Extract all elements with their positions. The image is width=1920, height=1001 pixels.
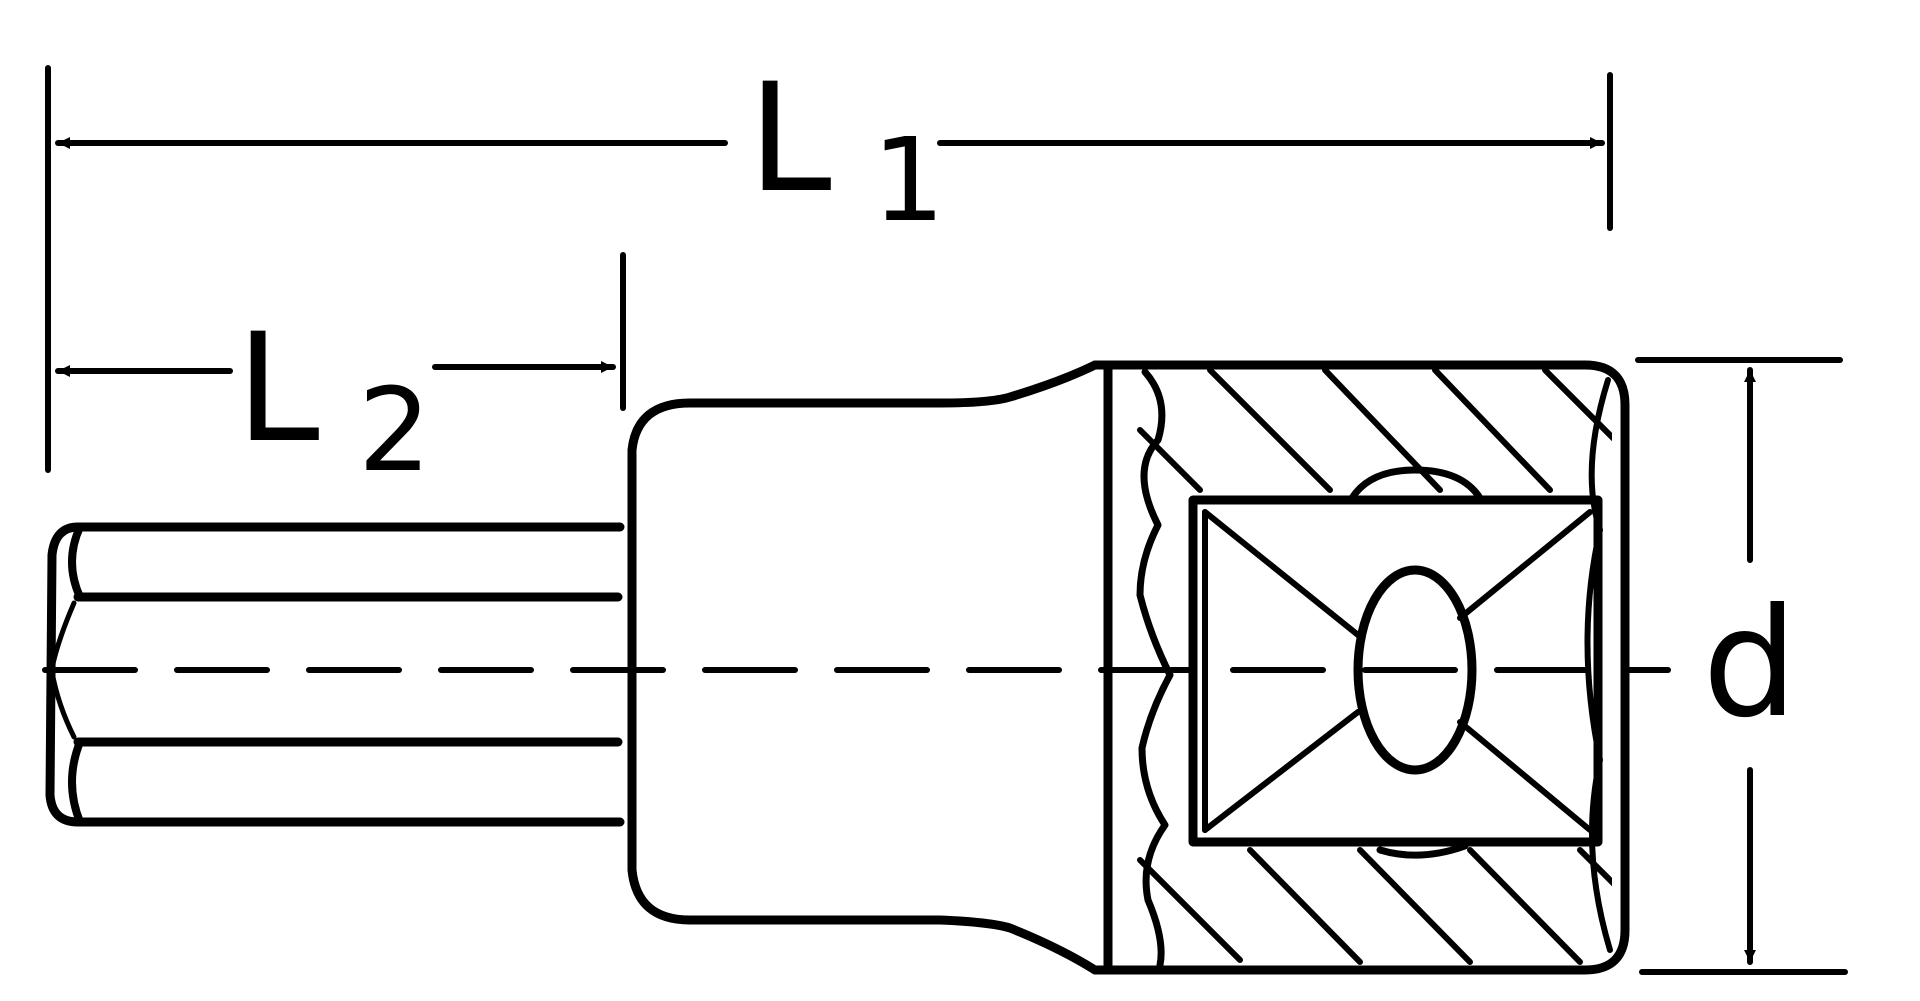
l2-subscript: 2: [358, 364, 431, 498]
d-label: d: [1702, 577, 1797, 751]
ball-detent-top-cap: [1348, 466, 1484, 502]
socket-body-outline: [627, 360, 1100, 975]
dimension-d: d: [1635, 357, 1848, 975]
l1-subscript: 1: [872, 114, 945, 248]
socket-head-outline: [1090, 360, 1630, 975]
bit-tip-curve-upper: [68, 523, 84, 601]
bit-tip-curve-lower: [68, 738, 84, 826]
dimension-l1: L 1: [45, 52, 1613, 473]
ball-detent: [1353, 565, 1477, 775]
section-hatching: [1137, 367, 1612, 965]
bit-shaft: [45, 522, 625, 827]
bit-side-curve-upper: [49, 600, 77, 671]
l2-label: L: [236, 302, 320, 476]
socket-head-lobe-profile: [1136, 368, 1174, 969]
socket-head: [1090, 360, 1630, 975]
bit-side-curve-lower: [49, 669, 77, 740]
bit-outline: [45, 522, 625, 827]
square-drive-diagonal-top-right: [1457, 509, 1593, 621]
square-drive-diagonal-top-left: [1202, 509, 1361, 638]
socket-head-right-lobe: [1584, 377, 1613, 953]
dimension-l2: L 2: [55, 252, 626, 498]
ball-detent-bottom-cap: [1376, 842, 1469, 859]
l1-label: L: [748, 52, 832, 226]
square-drive-diagonal-bottom-left: [1202, 709, 1361, 833]
square-drive-diagonal-bottom-right: [1457, 719, 1593, 833]
